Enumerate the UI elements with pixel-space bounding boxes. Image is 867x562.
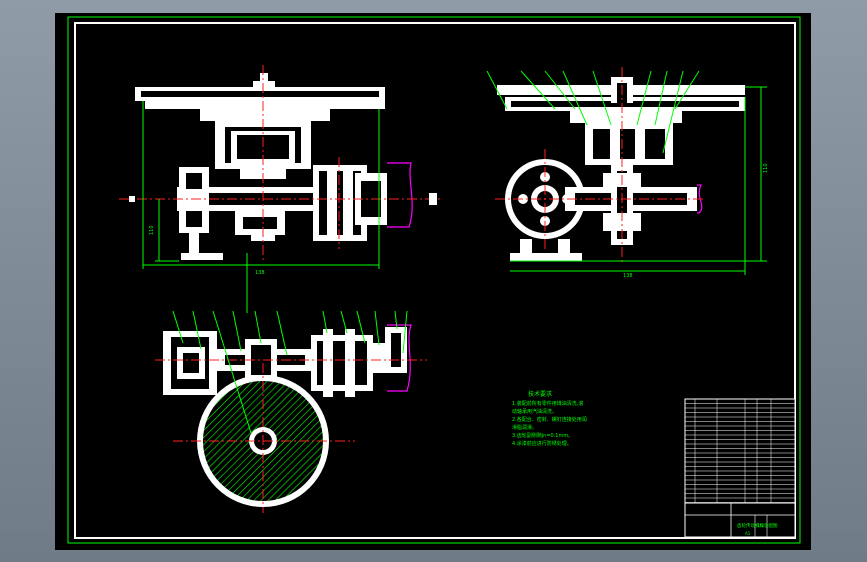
- tech-note-line: 3.齿轮副侧隙jn=0.1mm。: [512, 432, 573, 439]
- drawing-sheet: A1: [745, 531, 751, 536]
- side-height-dim: 110: [763, 163, 769, 173]
- drawing-canvas: 138 110: [67, 16, 801, 544]
- bom-table: [685, 399, 795, 503]
- front-height-dim: 110: [149, 225, 155, 235]
- side-view: 138 110: [486, 67, 769, 279]
- side-width-dim: 138: [623, 273, 633, 279]
- tech-notes: 技术要求 1.装配前所有零件用煤油清洗,滚 动轴承用汽油清洗。 2.各配合、密封…: [512, 390, 587, 447]
- top-view: [155, 310, 427, 513]
- side-dimensions: 138 110: [510, 86, 769, 279]
- front-view: 138 110: [119, 65, 441, 313]
- tech-note-line: 滑脂润滑。: [512, 424, 537, 431]
- title-block: 齿轮传动机构装配图 1:1 A1: [684, 398, 796, 538]
- front-width-dim: 138: [255, 270, 265, 276]
- tech-note-line: 4.涂漆前应进行防锈处理。: [512, 440, 572, 447]
- side-leaders: [486, 70, 700, 154]
- tech-note-line: 2.各配合、密封、螺钉连接处用润: [512, 416, 587, 423]
- cad-viewport[interactable]: 138 110: [55, 13, 811, 550]
- drawing-scale: 1:1: [757, 523, 764, 528]
- tech-note-line: 1.装配前所有零件用煤油清洗,滚: [512, 400, 583, 407]
- tech-notes-title: 技术要求: [528, 390, 552, 398]
- tech-note-line: 动轴承用汽油清洗。: [512, 408, 557, 415]
- top-leaders: [172, 310, 408, 434]
- front-dimensions: 138 110: [142, 101, 380, 313]
- drawing-name: 齿轮传动机构装配图: [737, 522, 778, 529]
- drawing-frame: [67, 16, 801, 544]
